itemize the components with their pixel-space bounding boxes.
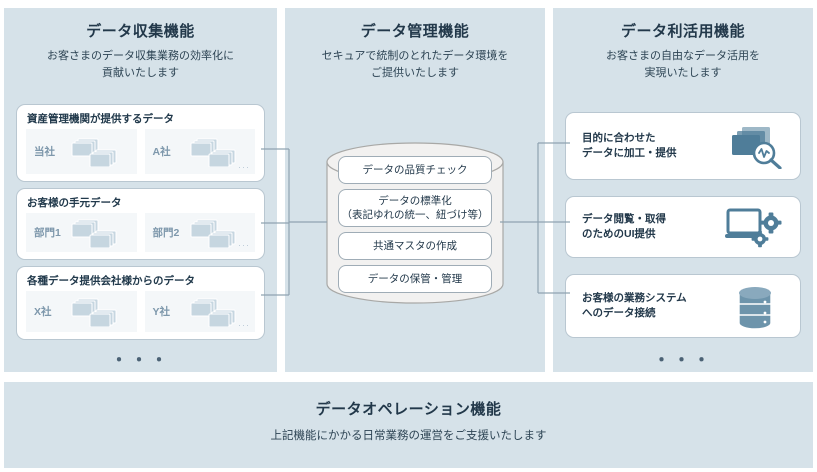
connector-collect-to-manage (261, 125, 331, 315)
source-box-label: X社 (34, 306, 52, 318)
use-card-ui-provision[interactable]: データ閲覧・取得 のためのUI提供 (565, 196, 801, 258)
panel-data-collection: データ収集機能 お客さまのデータ収集業務の効率化に 貢献いたします 資産管理機関… (4, 8, 277, 372)
panel-collect-title: データ収集機能 (86, 23, 195, 40)
panel-data-utilization: データ利活用機能 お客さまの自由なデータ活用を 実現いたします 目的に合わせた … (553, 8, 813, 372)
cylinder-item-standardization[interactable]: データの標準化 （表記ゆれの統一、紐づけ等） (338, 189, 492, 227)
source-box[interactable]: 当社 (26, 129, 137, 174)
database-stack-icon (738, 287, 772, 329)
panel-ops-subtitle: 上記機能にかかる日常業務の運営をご支援いたします (270, 430, 547, 442)
source-box-label: 当社 (34, 146, 55, 158)
stacked-documents-icon (71, 298, 117, 327)
source-box-more: ··· (238, 320, 250, 330)
source-box[interactable]: A社 ··· (144, 129, 255, 174)
connector-manage-to-use (500, 125, 575, 315)
cylinder-item-common-master[interactable]: 共通マスタの作成 (338, 232, 492, 260)
use-card-system-connection[interactable]: お客様の業務システム へのデータ接続 (565, 274, 801, 338)
source-box[interactable]: Y社 ··· (144, 291, 255, 332)
source-box-label: 部門2 (152, 227, 180, 239)
source-card-boxes: 当社 A社 (26, 129, 255, 174)
source-card-customer-data[interactable]: お客様の手元データ 部門1 (16, 188, 265, 260)
cylinder-item-storage-management[interactable]: データの保管・管理 (338, 265, 492, 293)
panel-manage-subtitle: セキュアで統制のとれたデータ環境を ご提供いたします (321, 50, 509, 79)
use-card-label: 目的に合わせた データに加工・提供 (582, 132, 677, 159)
use-card-data-processing[interactable]: 目的に合わせた データに加工・提供 (565, 112, 801, 180)
source-card-asset-management[interactable]: 資産管理機関が提供するデータ 当社 (16, 104, 265, 182)
source-box-more: ··· (238, 240, 250, 250)
source-box-label: 部門1 (34, 227, 61, 239)
panel-manage-title: データ管理機能 (360, 23, 470, 40)
source-card-boxes: 部門1 部門2 (26, 213, 255, 252)
document-magnifier-icon (732, 127, 782, 169)
panel-use-title: データ利活用機能 (620, 23, 745, 40)
panel-ops-title: データオペレーション機能 (315, 401, 502, 418)
source-box[interactable]: 部門1 (26, 213, 137, 252)
source-box-label: A社 (152, 146, 171, 158)
cylinder-item-quality-check[interactable]: データの品質チェック (338, 156, 492, 184)
source-box[interactable]: X社 (26, 291, 137, 332)
use-card-label: データ閲覧・取得 のためのUI提供 (582, 213, 666, 240)
stacked-documents-icon (190, 298, 235, 327)
source-box-label: Y社 (152, 306, 171, 318)
source-card-vendor-data[interactable]: 各種データ提供会社様からのデータ X社 (16, 266, 265, 340)
collect-more-ellipsis: ・・・ (110, 351, 171, 370)
source-card-boxes: X社 Y社 (26, 291, 255, 332)
source-card-title: 資産管理機関が提供するデータ (27, 113, 174, 125)
stacked-documents-icon (190, 219, 235, 248)
cylinder-item-list: データの品質チェック データの標準化 （表記ゆれの統一、紐づけ等） 共通マスタの… (338, 156, 492, 298)
stacked-documents-icon (71, 219, 117, 248)
panel-use-subtitle: お客さまの自由なデータ活用を 実現いたします (606, 50, 760, 79)
use-card-label: お客様の業務システム へのデータ接続 (582, 292, 687, 319)
source-box[interactable]: 部門2 ··· (144, 213, 255, 252)
source-box-more: ··· (238, 162, 250, 172)
source-card-title: 各種データ提供会社様からのデータ (27, 275, 195, 287)
panel-data-operation: データオペレーション機能 上記機能にかかる日常業務の運営をご支援いたします (4, 382, 813, 468)
stacked-documents-icon (71, 138, 117, 167)
panel-collect-subtitle: お客さまのデータ収集業務の効率化に 貢献いたします (47, 50, 234, 79)
use-more-ellipsis: ・・・ (653, 351, 713, 370)
laptop-gears-icon (725, 208, 782, 248)
stacked-documents-icon (190, 138, 235, 167)
data-store-cylinder: データの品質チェック データの標準化 （表記ゆれの統一、紐づけ等） 共通マスタの… (324, 142, 506, 304)
source-card-title: お客様の手元データ (27, 197, 122, 209)
